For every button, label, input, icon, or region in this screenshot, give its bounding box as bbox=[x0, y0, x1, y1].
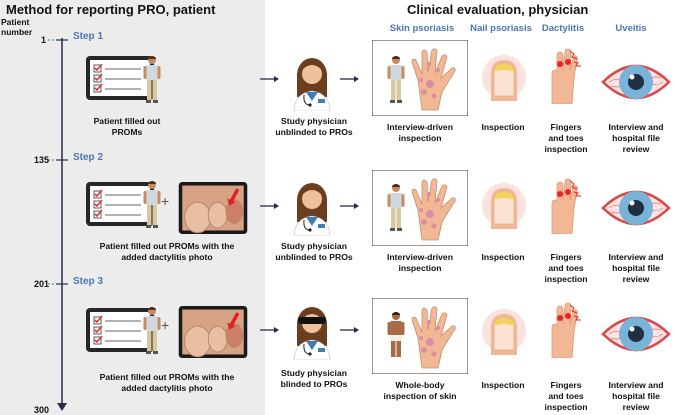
bare-person-figure-icon bbox=[386, 306, 406, 364]
eye-icon bbox=[601, 56, 671, 108]
person-figure-icon bbox=[386, 178, 406, 236]
axis-tick-1: 1 bbox=[41, 35, 47, 45]
axis-tick-300: 300 bbox=[34, 405, 50, 415]
axis-title: Patient number bbox=[1, 17, 33, 37]
arrow-right-icon bbox=[260, 203, 279, 209]
column-skin-psoriasis: Skin psoriasis bbox=[389, 23, 455, 34]
row-3-nail-label: Inspection bbox=[481, 380, 525, 390]
nail-icon bbox=[481, 52, 527, 102]
axis-tick-135: 135 bbox=[34, 155, 50, 165]
nail-icon bbox=[481, 180, 527, 230]
axis-tick-201: 201 bbox=[34, 279, 50, 289]
arrow-right-icon bbox=[340, 327, 359, 333]
step-3-label: Step 3 bbox=[73, 276, 104, 287]
patient-method-title: Method for reporting PRO, patient bbox=[6, 2, 216, 17]
row-2-nail-label: Inspection bbox=[481, 252, 525, 262]
finger-icon bbox=[548, 178, 582, 234]
finger-icon bbox=[548, 48, 582, 104]
nail-icon bbox=[481, 306, 527, 356]
finger-icon bbox=[548, 302, 582, 358]
eye-icon bbox=[601, 182, 671, 234]
dactylitis-photo-icon bbox=[177, 182, 249, 234]
step-1-label: Step 1 bbox=[73, 31, 104, 42]
arrow-right-icon bbox=[260, 327, 279, 333]
patient-figure-icon bbox=[142, 304, 162, 356]
plus-icon: + bbox=[161, 193, 170, 209]
plus-icon: + bbox=[161, 317, 170, 333]
step-2-label: Step 2 bbox=[73, 152, 104, 163]
blindfolded-physician-icon bbox=[290, 304, 334, 360]
column-nail-psoriasis: Nail psoriasis bbox=[470, 23, 532, 34]
physician-icon bbox=[290, 55, 334, 111]
eye-icon bbox=[601, 308, 671, 360]
column-dactylitis: Dactylitis bbox=[541, 23, 585, 34]
column-uveitis: Uveitis bbox=[615, 23, 647, 34]
physician-icon bbox=[290, 180, 334, 236]
arrow-right-icon bbox=[340, 76, 359, 82]
clinical-evaluation-title: Clinical evaluation, physician bbox=[407, 2, 589, 17]
patient-figure-icon bbox=[142, 178, 162, 230]
patient-figure-icon bbox=[142, 53, 162, 105]
arrow-right-icon bbox=[260, 76, 279, 82]
arrow-right-icon bbox=[340, 203, 359, 209]
row-1-nail-label: Inspection bbox=[481, 122, 525, 132]
person-figure-icon bbox=[386, 50, 406, 108]
dactylitis-photo-icon bbox=[177, 306, 249, 358]
